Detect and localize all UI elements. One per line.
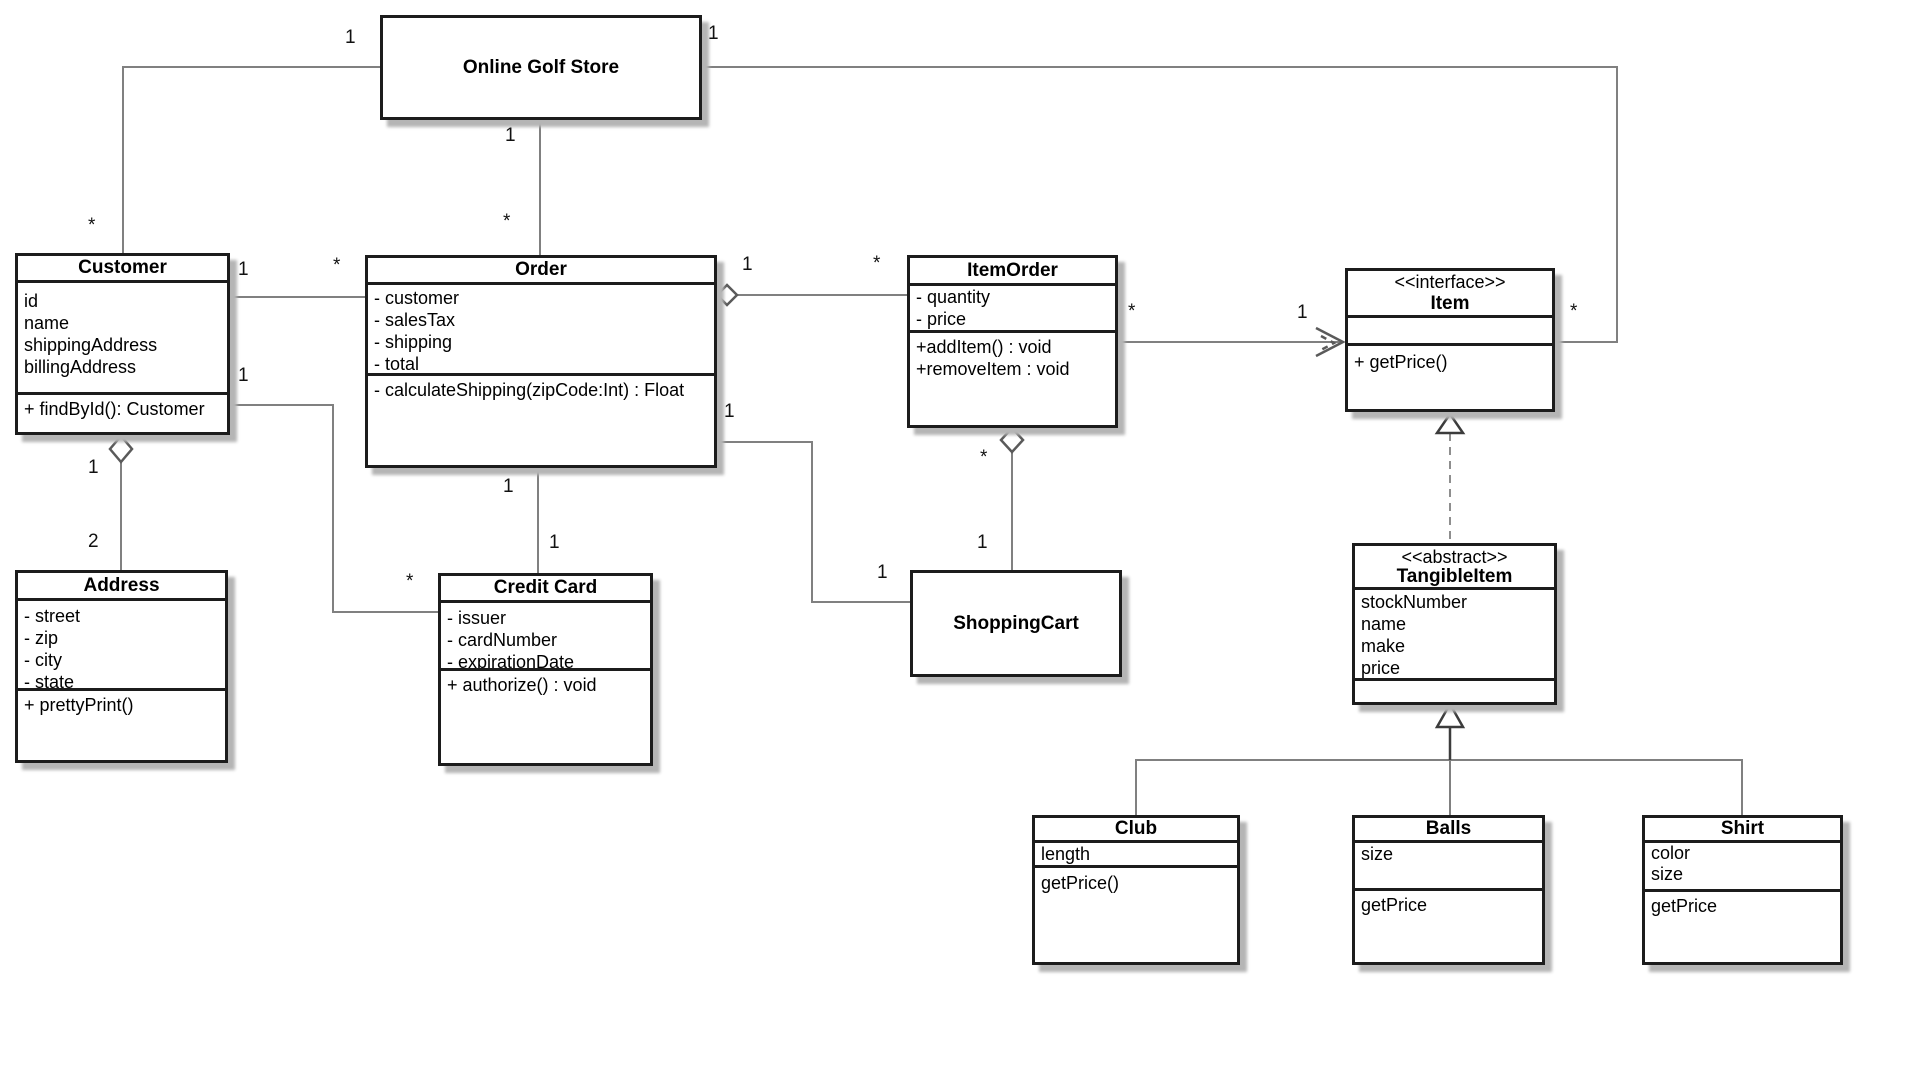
class-attributes: id name shippingAddress billingAddress bbox=[18, 283, 227, 395]
class-methods: + findById(): Customer bbox=[24, 399, 205, 419]
class-title: <<interface>> Item bbox=[1348, 271, 1552, 318]
class-title: Customer bbox=[18, 256, 227, 283]
open-arrowhead-icon bbox=[1315, 326, 1346, 358]
class-attributes: length bbox=[1035, 843, 1237, 868]
aggregation-diamond-order-itemorder-icon bbox=[715, 283, 739, 307]
class-title: <<abstract>> TangibleItem bbox=[1355, 546, 1554, 590]
multiplicity-label: * bbox=[1128, 301, 1136, 322]
class-attributes bbox=[1348, 318, 1552, 346]
class-attributes: color size bbox=[1645, 843, 1840, 892]
class-methods: + authorize() : void bbox=[447, 675, 597, 695]
assoc-ogs-item bbox=[702, 66, 1618, 343]
multiplicity-label: 1 bbox=[238, 259, 249, 280]
class-methods: +addItem() : void +removeItem : void bbox=[916, 337, 1070, 379]
multiplicity-label: 2 bbox=[88, 531, 99, 552]
class-title: Credit Card bbox=[441, 576, 650, 603]
class-shirt: Shirt color size getPrice bbox=[1642, 815, 1843, 965]
multiplicity-label: * bbox=[88, 215, 96, 236]
class-item-interface: <<interface>> Item + getPrice() bbox=[1345, 268, 1555, 412]
multiplicity-label: 1 bbox=[977, 532, 988, 553]
class-methods: - calculateShipping(zipCode:Int) : Float bbox=[374, 380, 685, 400]
aggregation-diamond-itemorder-shoppingcart-icon bbox=[999, 426, 1025, 454]
multiplicity-label: * bbox=[980, 447, 988, 468]
class-address: Address - street - zip - city - state + … bbox=[15, 570, 228, 763]
class-methods bbox=[1355, 681, 1554, 684]
multiplicity-label: 1 bbox=[238, 365, 249, 386]
class-attributes: size bbox=[1355, 843, 1542, 891]
class-title: ItemOrder bbox=[910, 258, 1115, 286]
assoc-ogs-customer bbox=[122, 66, 380, 253]
class-title: Balls bbox=[1355, 818, 1542, 843]
class-methods: + prettyPrint() bbox=[24, 695, 134, 715]
class-order: Order - customer - salesTax - shipping -… bbox=[365, 255, 717, 468]
class-shopping-cart: ShoppingCart bbox=[910, 570, 1122, 677]
class-attributes: stockNumber name make price bbox=[1355, 590, 1554, 681]
multiplicity-label: * bbox=[873, 253, 881, 274]
multiplicity-label: * bbox=[503, 211, 511, 232]
generalization-triangle-tangibleitem-icon bbox=[1434, 701, 1466, 729]
aggregation-diamond-customer-address-icon bbox=[108, 434, 134, 464]
class-title: Shirt bbox=[1645, 818, 1840, 843]
multiplicity-label: 1 bbox=[505, 125, 516, 146]
multiplicity-label: 1 bbox=[724, 401, 735, 422]
multiplicity-label: 1 bbox=[877, 562, 888, 583]
class-title: Online Golf Store bbox=[462, 56, 620, 78]
multiplicity-label: 1 bbox=[742, 254, 753, 275]
gen-rail-subclasses bbox=[1135, 759, 1743, 815]
generalization-triangle-item-icon bbox=[1434, 411, 1466, 435]
class-title: Order bbox=[368, 258, 714, 285]
stereotype: <<interface>> bbox=[1394, 272, 1506, 292]
class-itemorder: ItemOrder - quantity - price +addItem() … bbox=[907, 255, 1118, 428]
class-customer: Customer id name shippingAddress billing… bbox=[15, 253, 230, 435]
class-club: Club length getPrice() bbox=[1032, 815, 1240, 965]
assoc-customer-creditcard bbox=[224, 404, 438, 613]
class-attributes: - issuer - cardNumber - expirationDate bbox=[441, 603, 650, 671]
multiplicity-label: 1 bbox=[549, 532, 560, 553]
class-name: TangibleItem bbox=[1396, 565, 1513, 587]
class-online-golf-store: Online Golf Store bbox=[380, 15, 702, 120]
multiplicity-label: 1 bbox=[1297, 302, 1308, 323]
multiplicity-label: * bbox=[1570, 301, 1578, 322]
multiplicity-label: 1 bbox=[345, 27, 356, 48]
multiplicity-label: * bbox=[333, 255, 341, 276]
class-title: Address bbox=[18, 573, 225, 601]
class-methods: + getPrice() bbox=[1354, 352, 1448, 372]
multiplicity-label: 1 bbox=[708, 23, 719, 44]
multiplicity-label: 1 bbox=[88, 457, 99, 478]
multiplicity-label: * bbox=[406, 571, 414, 592]
stereotype: <<abstract>> bbox=[1401, 546, 1508, 567]
class-credit-card: Credit Card - issuer - cardNumber - expi… bbox=[438, 573, 653, 766]
class-title: ShoppingCart bbox=[953, 612, 1079, 634]
class-methods: getPrice bbox=[1361, 895, 1428, 915]
class-methods: getPrice bbox=[1651, 896, 1718, 916]
assoc-order-shoppingcart bbox=[717, 441, 910, 603]
multiplicity-label: 1 bbox=[503, 476, 514, 497]
class-attributes: - customer - salesTax - shipping - total bbox=[368, 285, 714, 376]
class-title: Club bbox=[1035, 818, 1237, 843]
class-attributes: - quantity - price bbox=[910, 286, 1115, 333]
class-attributes: - street - zip - city - state bbox=[18, 601, 225, 691]
class-name: Item bbox=[1430, 293, 1470, 314]
class-methods: getPrice() bbox=[1041, 873, 1120, 893]
class-balls: Balls size getPrice bbox=[1352, 815, 1545, 965]
class-tangible-item: <<abstract>> TangibleItem stockNumber na… bbox=[1352, 543, 1557, 705]
